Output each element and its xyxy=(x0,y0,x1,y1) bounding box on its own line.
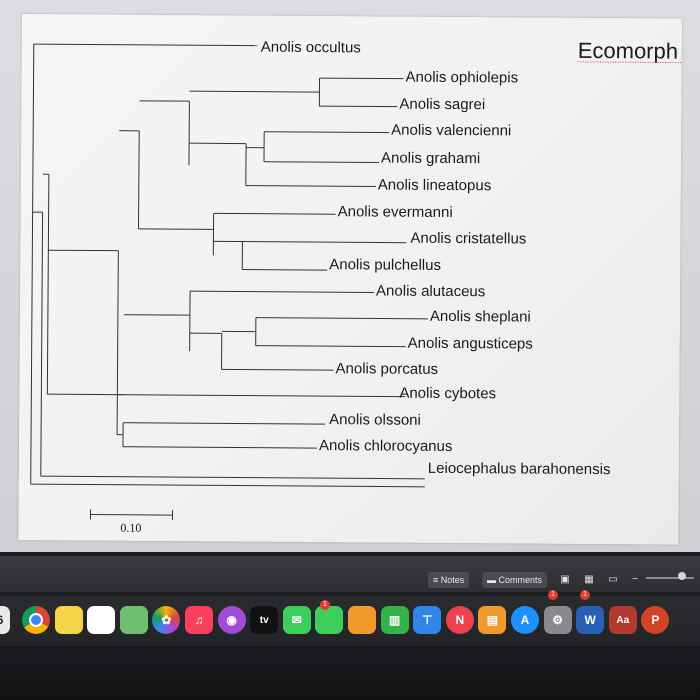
zoom-slider-knob[interactable] xyxy=(678,572,686,580)
tree-branch xyxy=(255,345,406,348)
reminders-icon[interactable] xyxy=(87,606,116,634)
tree-branch xyxy=(319,105,398,108)
notes-app-icon[interactable] xyxy=(54,606,83,634)
tree-branches xyxy=(30,43,428,488)
tree-branch xyxy=(33,43,258,47)
tree-branch xyxy=(122,446,317,449)
taxon-label: Anolis lineatopus xyxy=(378,176,492,194)
tree-branch xyxy=(190,290,375,293)
taxon-label: Anolis chlorocyanus xyxy=(319,437,453,455)
reading-view-icon[interactable]: ▭ xyxy=(608,574,618,585)
messages-icon[interactable]: ✉ xyxy=(282,606,311,634)
tree-branch xyxy=(47,393,406,398)
tree-branch xyxy=(116,250,119,435)
tree-branch xyxy=(263,161,379,163)
slide-title: Ecomorph xyxy=(578,38,678,64)
facetime-icon[interactable] xyxy=(315,606,344,634)
app-store-icon[interactable]: A xyxy=(511,606,539,634)
tree-branch xyxy=(30,483,425,488)
tree-branch xyxy=(30,44,35,485)
normal-view-icon[interactable]: ▣ xyxy=(560,574,570,585)
tree-branch xyxy=(40,212,44,477)
tree-branch xyxy=(40,475,425,480)
tree-branch xyxy=(242,241,407,244)
taxon-label: Anolis cristatellus xyxy=(410,230,526,248)
taxon-label: Anolis alutaceus xyxy=(376,282,485,300)
tree-branch xyxy=(221,368,334,371)
system-preferences-icon[interactable]: ⚙ xyxy=(543,606,572,634)
keynote-icon[interactable]: ⊤ xyxy=(413,606,442,634)
taxon-label: Anolis olssoni xyxy=(329,411,421,429)
books-icon[interactable]: ▤ xyxy=(478,606,507,634)
comments-button[interactable]: ▬ Comments xyxy=(482,572,548,588)
dictionary-icon[interactable]: Aa xyxy=(608,606,637,634)
taxon-label: Anolis cybotes xyxy=(399,385,496,403)
tree-branch xyxy=(189,90,320,93)
maps-icon[interactable] xyxy=(119,606,148,634)
notes-button[interactable]: ≡ Notes xyxy=(428,572,470,588)
tree-branch xyxy=(245,185,376,187)
taxon-label: Anolis pulchellus xyxy=(329,256,441,274)
taxon-label: Anolis occultus xyxy=(261,39,361,57)
taxon-label: Anolis evermanni xyxy=(338,203,453,221)
numbers-icon[interactable]: ▥ xyxy=(380,606,409,634)
zoom-slider[interactable] xyxy=(646,577,694,579)
notification-badge: 1 xyxy=(580,590,590,600)
chrome-center xyxy=(29,613,43,627)
tree-branch xyxy=(123,422,326,425)
pages-icon[interactable] xyxy=(348,606,376,634)
phylogenetic-tree: Ecomorph Anolis occultus Anolis ophiolep… xyxy=(30,38,682,535)
tree-branch xyxy=(264,131,390,134)
taxon-label: Anolis valencienni xyxy=(391,122,511,140)
scale-bar: 0.10 xyxy=(89,509,174,535)
slide-canvas[interactable]: Ecomorph Anolis occultus Anolis ophiolep… xyxy=(18,14,682,545)
taxon-label: Anolis grahami xyxy=(381,150,480,168)
news-icon[interactable]: N xyxy=(445,606,474,634)
tree-branch xyxy=(255,317,428,320)
comments-icon: ▬ xyxy=(487,575,499,585)
word-icon[interactable]: W xyxy=(576,606,605,634)
slide-sorter-icon[interactable]: ▦ xyxy=(584,574,594,585)
taxon-label: Anolis sagrei xyxy=(399,96,485,114)
finder-partial-icon[interactable]: 6 xyxy=(0,606,10,634)
zoom-out-icon[interactable]: − xyxy=(632,574,638,585)
notes-icon: ≡ xyxy=(433,575,441,585)
tree-branch xyxy=(138,130,140,229)
tree-branch xyxy=(319,77,404,80)
taxon-label: Leiocephalus barahonensis xyxy=(428,460,611,478)
tree-branch xyxy=(46,174,50,395)
notification-badge: 1 xyxy=(548,590,558,600)
music-icon[interactable]: ♫ xyxy=(185,606,213,634)
photos-icon[interactable]: ✿ xyxy=(152,606,181,634)
tree-branch xyxy=(242,269,328,271)
taxon-label: Anolis angusticeps xyxy=(408,335,533,353)
taxon-label: Anolis sheplani xyxy=(430,308,531,326)
scale-bar-label: 0.10 xyxy=(120,521,141,535)
notification-badge: 1 xyxy=(320,600,330,610)
chrome-icon[interactable] xyxy=(22,606,50,634)
tree-branch xyxy=(213,212,336,215)
powerpoint-icon[interactable]: P xyxy=(641,606,670,634)
taxon-label: Anolis porcatus xyxy=(335,360,438,378)
tv-icon[interactable]: tv xyxy=(250,606,279,634)
desk-shadow xyxy=(0,646,700,700)
taxon-label: Anolis ophiolepis xyxy=(406,69,519,87)
tree-branch xyxy=(138,228,214,230)
powerpoint-status-bar xyxy=(0,556,700,592)
podcasts-icon[interactable]: ◉ xyxy=(217,606,246,634)
